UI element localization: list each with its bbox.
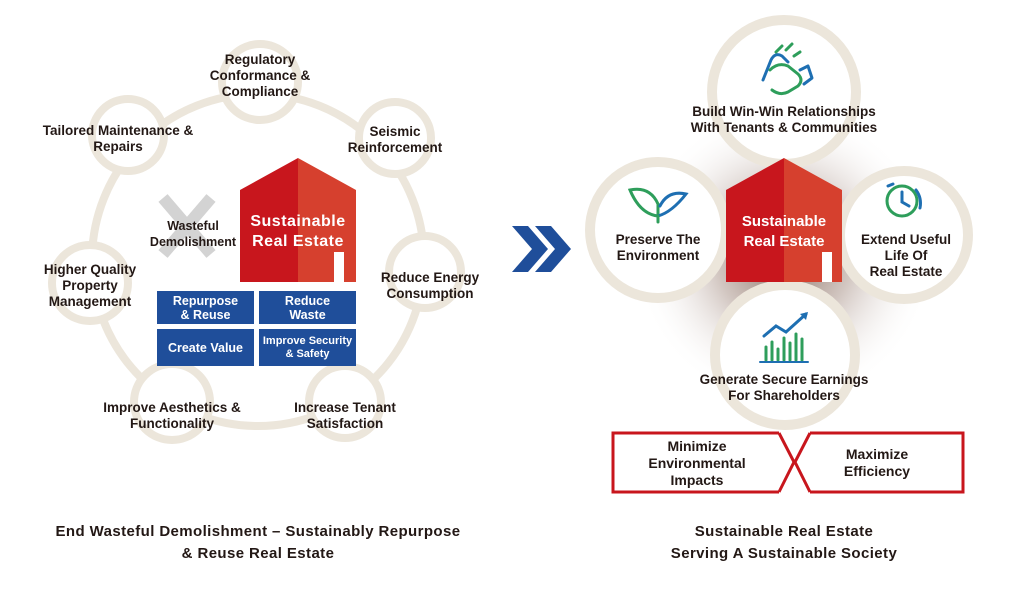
value-label-environment: Preserve The Environment <box>615 232 701 263</box>
left-caption: End Wasteful Demolishment – Sustainably … <box>55 523 461 562</box>
right-caption: Sustainable Real Estate Serving A Sustai… <box>670 523 898 562</box>
wasteful-demolishment-label: Wasteful Demolishment <box>149 219 237 249</box>
value-label-earnings: Generate Secure Earnings For Shareholder… <box>699 372 869 403</box>
chevron-right-icon <box>512 226 571 272</box>
repurpose-reuse-box: Repurpose & Reuse <box>157 291 254 324</box>
cycle-label-seismic: Seismic Reinforcement <box>347 124 443 155</box>
leaves-icon <box>627 187 689 224</box>
handshake-icon <box>761 42 814 96</box>
clock-icon <box>885 182 922 218</box>
outcome-box <box>611 431 965 494</box>
value-label-useful-life: Extend Useful Life Of Real Estate <box>860 232 952 279</box>
house-icon-left <box>240 158 356 282</box>
cycle-label-maintenance: Tailored Maintenance & Repairs <box>42 123 194 154</box>
reduce-waste-box: Reduce Waste <box>259 291 356 324</box>
cross-icon <box>158 194 216 258</box>
cycle-label-regulatory: Regulatory Conformance & Compliance <box>209 52 311 99</box>
cycle-label-tenant: Increase Tenant Satisfaction <box>294 400 396 431</box>
cycle-label-energy: Reduce Energy Consumption <box>380 270 480 301</box>
cycle-label-aesthetics: Improve Aesthetics & Functionality <box>103 400 241 431</box>
value-label-relationships: Build Win-Win Relationships With Tenants… <box>690 104 878 135</box>
minimize-impacts-label: Minimize Environmental Impacts <box>648 438 746 488</box>
cycle-nodes <box>48 40 465 444</box>
create-value-box: Create Value <box>157 329 254 366</box>
growth-chart-icon <box>759 312 809 363</box>
house-icon-right <box>726 158 842 282</box>
cycle-label-management: Higher Quality Property Management <box>43 262 137 309</box>
house-label-right: Sustainable Real Estate <box>741 213 827 250</box>
security-safety-box: Improve Security & Safety <box>259 329 356 366</box>
house-label-left: Sustainable Real Estate <box>250 213 346 250</box>
maximize-efficiency-label: Maximize Efficiency <box>843 446 911 479</box>
